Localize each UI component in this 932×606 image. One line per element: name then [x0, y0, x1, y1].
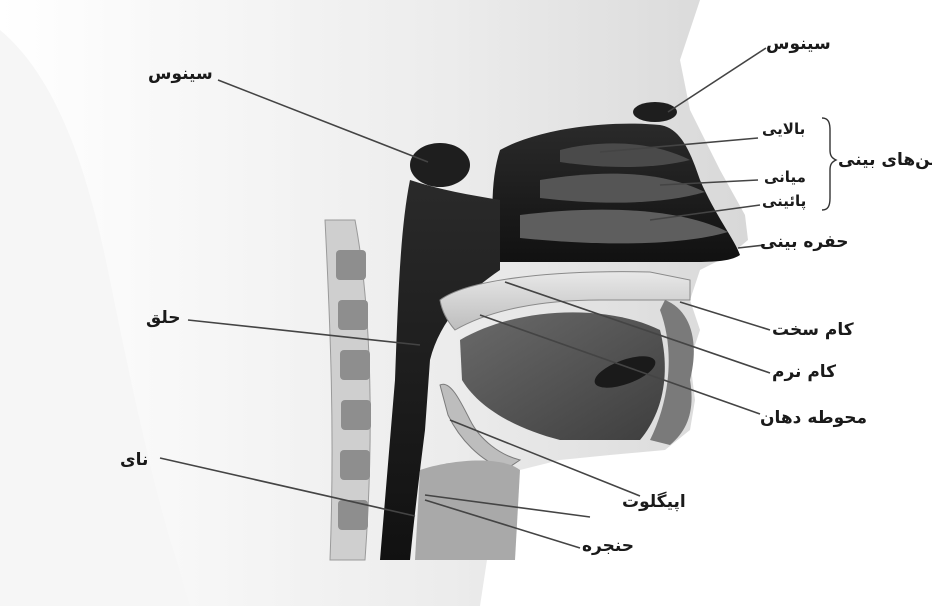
label-sinus-left: سینوس: [148, 66, 213, 83]
label-trachea: نای: [120, 452, 148, 469]
label-soft-palate: کام نرم: [772, 364, 836, 381]
label-oral-cavity: محوطه دهان: [760, 410, 867, 427]
label-turbinates-group: چین‌های بینی: [838, 152, 932, 169]
sphenoid-sinus-shape: [410, 143, 470, 187]
label-hard-palate: کام سخت: [772, 322, 854, 339]
label-turbinate-upper: بالایی: [762, 122, 805, 137]
turbinates-bracket: [822, 118, 836, 210]
label-sinus-top: سینوس: [766, 36, 831, 53]
label-turbinate-middle: میانی: [764, 170, 806, 185]
larynx-shape: [415, 461, 520, 560]
label-pharynx: حلق: [146, 310, 181, 327]
label-nasal-cavity: حفره بینی: [760, 234, 848, 251]
label-epiglottis: اپیگلوت: [622, 494, 686, 511]
frontal-sinus-shape: [633, 102, 677, 122]
vertebral-column: [325, 220, 371, 560]
label-larynx: حنجره: [582, 538, 634, 555]
label-turbinate-lower: پائینی: [762, 194, 806, 209]
